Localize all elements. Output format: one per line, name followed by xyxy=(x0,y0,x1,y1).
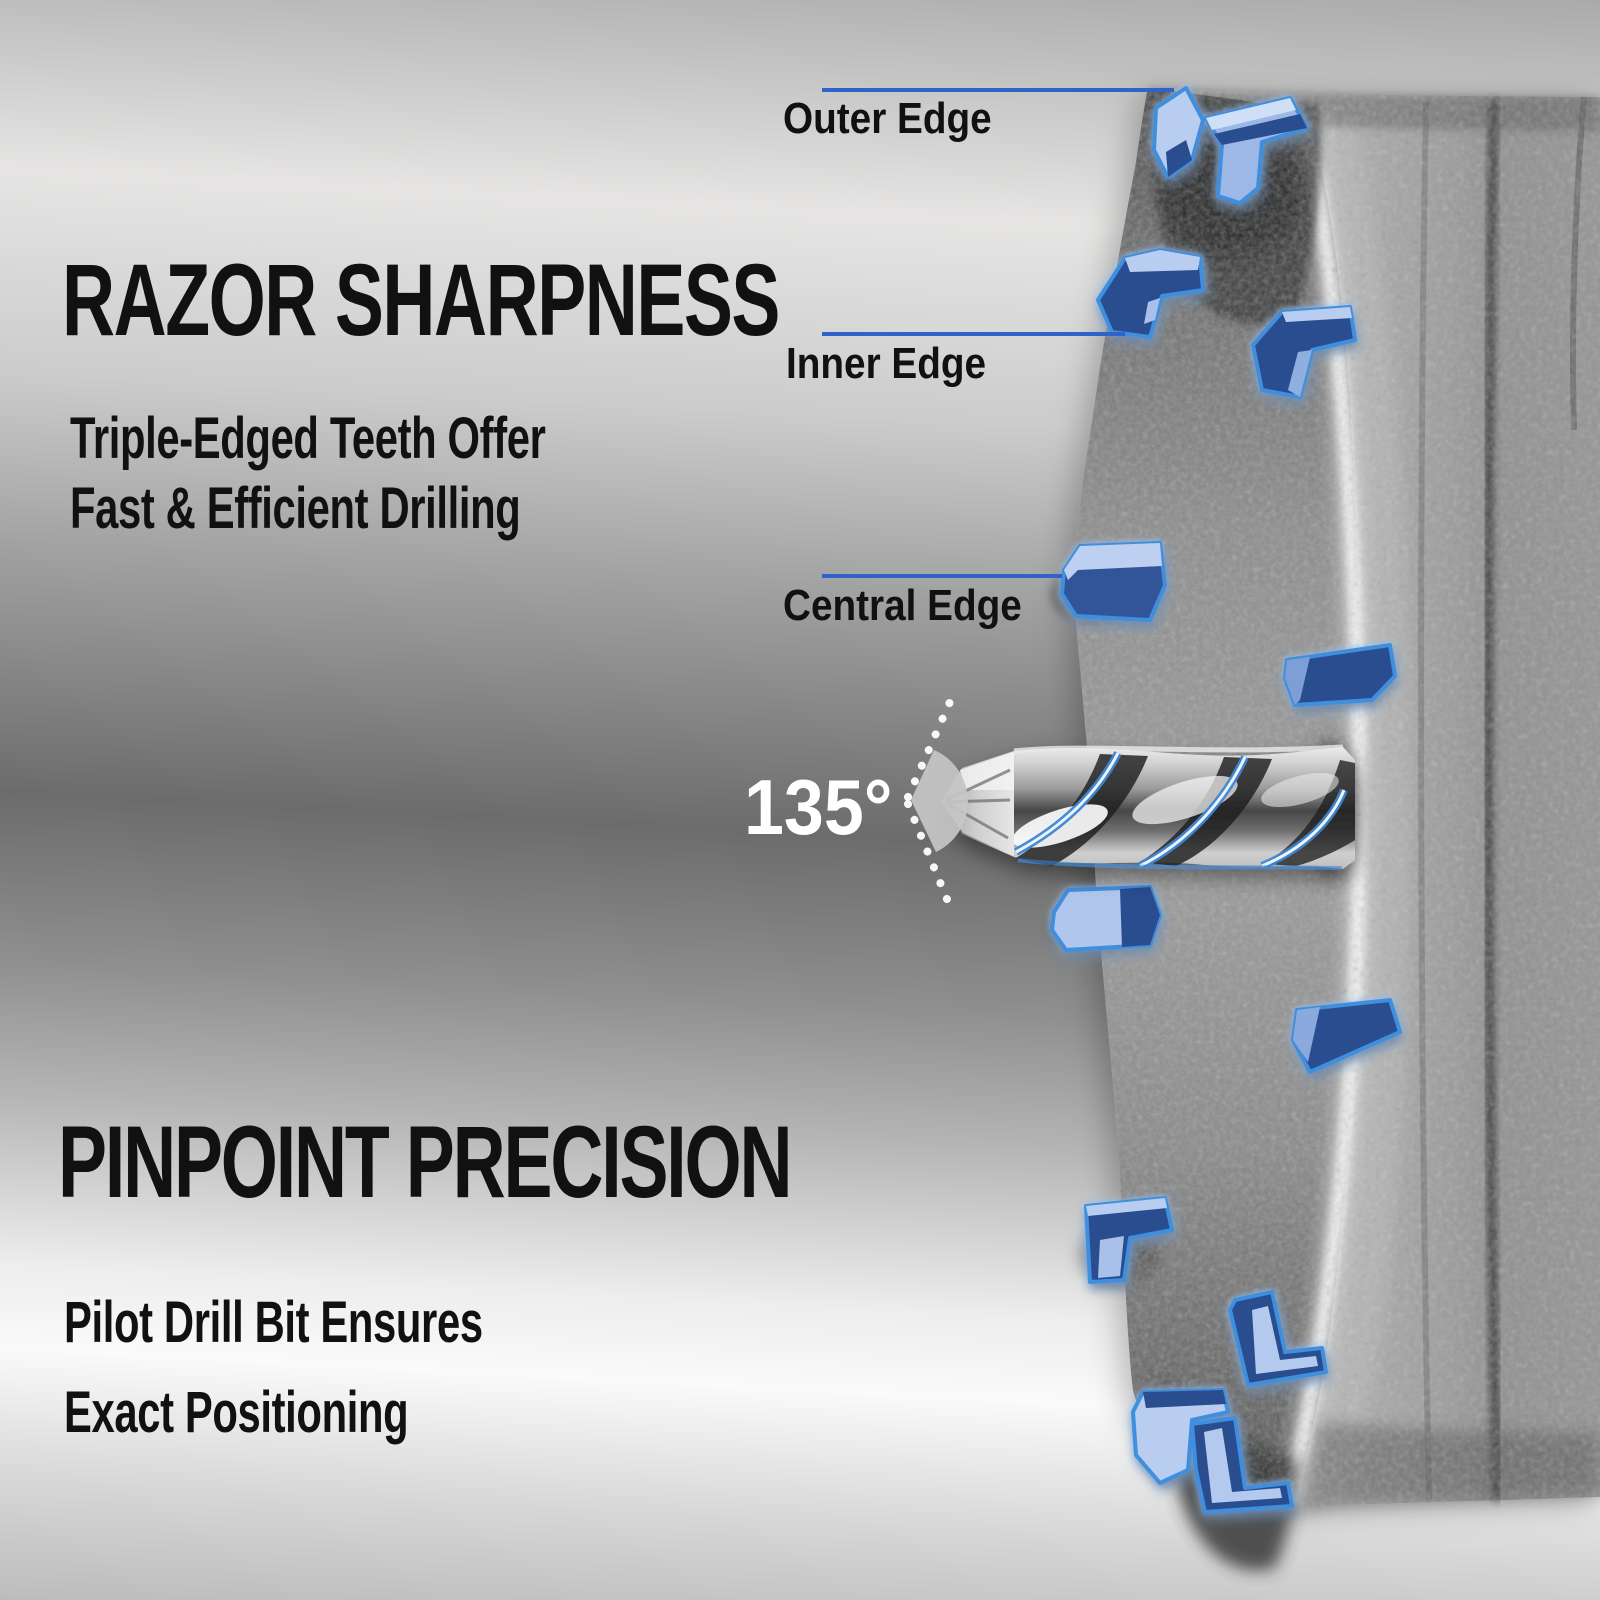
angle-wedge xyxy=(911,750,968,852)
callout-line-outer-edge xyxy=(822,88,1174,92)
outer-edge-label: Outer Edge xyxy=(783,94,992,143)
carbide-tooth xyxy=(1283,643,1397,707)
carbide-tooth xyxy=(1291,998,1402,1074)
pinpoint-precision-subtitle: Pilot Drill Bit Ensures Exact Positionin… xyxy=(64,1278,483,1458)
inner-edge-label: Inner Edge xyxy=(786,339,987,388)
razor-sharpness-title: RAZOR SHARPNESS xyxy=(62,243,780,357)
pinpoint-precision-title: PINPOINT PRECISION xyxy=(58,1105,793,1219)
razor-sharpness-subtitle: Triple-Edged Teeth Offer Fast & Efficien… xyxy=(70,404,546,544)
callout-line-central-edge xyxy=(822,574,1062,578)
callout-line-inner-edge xyxy=(822,332,1125,336)
carbide-tooth xyxy=(1050,885,1162,952)
carbide-tooth-central xyxy=(1060,541,1167,622)
carbide-tooth xyxy=(1190,1416,1294,1514)
subtitle-line: Triple-Edged Teeth Offer xyxy=(70,406,546,471)
subtitle-line: Pilot Drill Bit Ensures xyxy=(64,1290,483,1355)
central-edge-label: Central Edge xyxy=(783,581,1022,630)
pilot-drill-bit xyxy=(941,744,1355,870)
flute-highlight-lines xyxy=(1014,751,1348,870)
angle-marker xyxy=(904,691,968,913)
carbide-tooth xyxy=(1084,1196,1174,1284)
carbide-tooth-outer-1 xyxy=(1152,86,1205,179)
carbide-tooth xyxy=(1131,1388,1230,1485)
carbide-teeth xyxy=(1050,86,1402,1514)
subtitle-line: Exact Positioning xyxy=(64,1380,409,1445)
subtitle-line: Fast & Efficient Drilling xyxy=(70,476,521,541)
angle-value-label: 135° xyxy=(744,763,893,851)
carbide-tooth xyxy=(1228,1290,1328,1387)
angle-dotted-lines xyxy=(904,691,957,913)
carbide-tooth xyxy=(1251,305,1357,399)
carbide-tooth-outer-2 xyxy=(1204,96,1309,205)
